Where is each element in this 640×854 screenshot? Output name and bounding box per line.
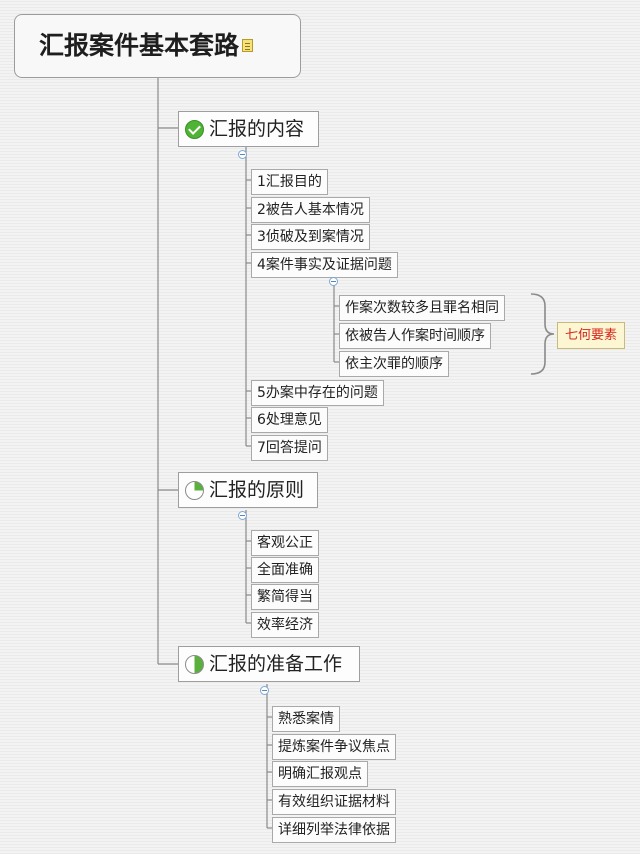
note-icon[interactable] [242,38,254,52]
green-check-icon [185,120,204,139]
topic-item[interactable]: 详细列举法律依据 [272,817,396,843]
sub-topic-item[interactable]: 依主次罪的顺序 [339,351,449,377]
topic-item[interactable]: 4案件事实及证据问题 [251,252,398,278]
sub-topic-item[interactable]: 作案次数较多且罪名相同 [339,295,505,321]
topic-item[interactable]: 7回答提问 [251,435,328,461]
topic-item[interactable]: 2被告人基本情况 [251,197,370,223]
branch-report-content[interactable]: 汇报的内容 [178,111,319,147]
collapse-toggle-icon[interactable] [329,277,338,286]
topic-item[interactable]: 明确汇报观点 [272,761,368,787]
branch-report-principles[interactable]: 汇报的原则 [178,472,318,508]
topic-item[interactable]: 3侦破及到案情况 [251,224,370,250]
branch-report-preparation[interactable]: 汇报的准备工作 [178,646,360,682]
sub-topic-item[interactable]: 依被告人作案时间顺序 [339,323,491,349]
topic-item[interactable]: 6处理意见 [251,407,328,433]
root-topic[interactable]: 汇报案件基本套路 [14,14,301,78]
half-progress-icon [185,655,204,674]
topic-item[interactable]: 效率经济 [251,612,319,638]
topic-item[interactable]: 提炼案件争议焦点 [272,734,396,760]
collapse-toggle-icon[interactable] [238,150,247,159]
branch-label: 汇报的内容 [209,118,305,140]
topic-item[interactable]: 繁简得当 [251,584,319,610]
branch-label: 汇报的准备工作 [209,653,343,675]
topic-item[interactable]: 5办案中存在的问题 [251,380,384,406]
summary-label[interactable]: 七何要素 [557,322,625,349]
topic-item[interactable]: 客观公正 [251,530,319,556]
topic-item[interactable]: 1汇报目的 [251,169,328,195]
quarter-progress-icon [185,481,204,500]
collapse-toggle-icon[interactable] [238,511,247,520]
collapse-toggle-icon[interactable] [260,686,269,695]
topic-item[interactable]: 有效组织证据材料 [272,789,396,815]
topic-item[interactable]: 全面准确 [251,557,319,583]
root-title: 汇报案件基本套路 [39,31,240,60]
topic-item[interactable]: 熟悉案情 [272,706,340,732]
branch-label: 汇报的原则 [209,479,305,501]
